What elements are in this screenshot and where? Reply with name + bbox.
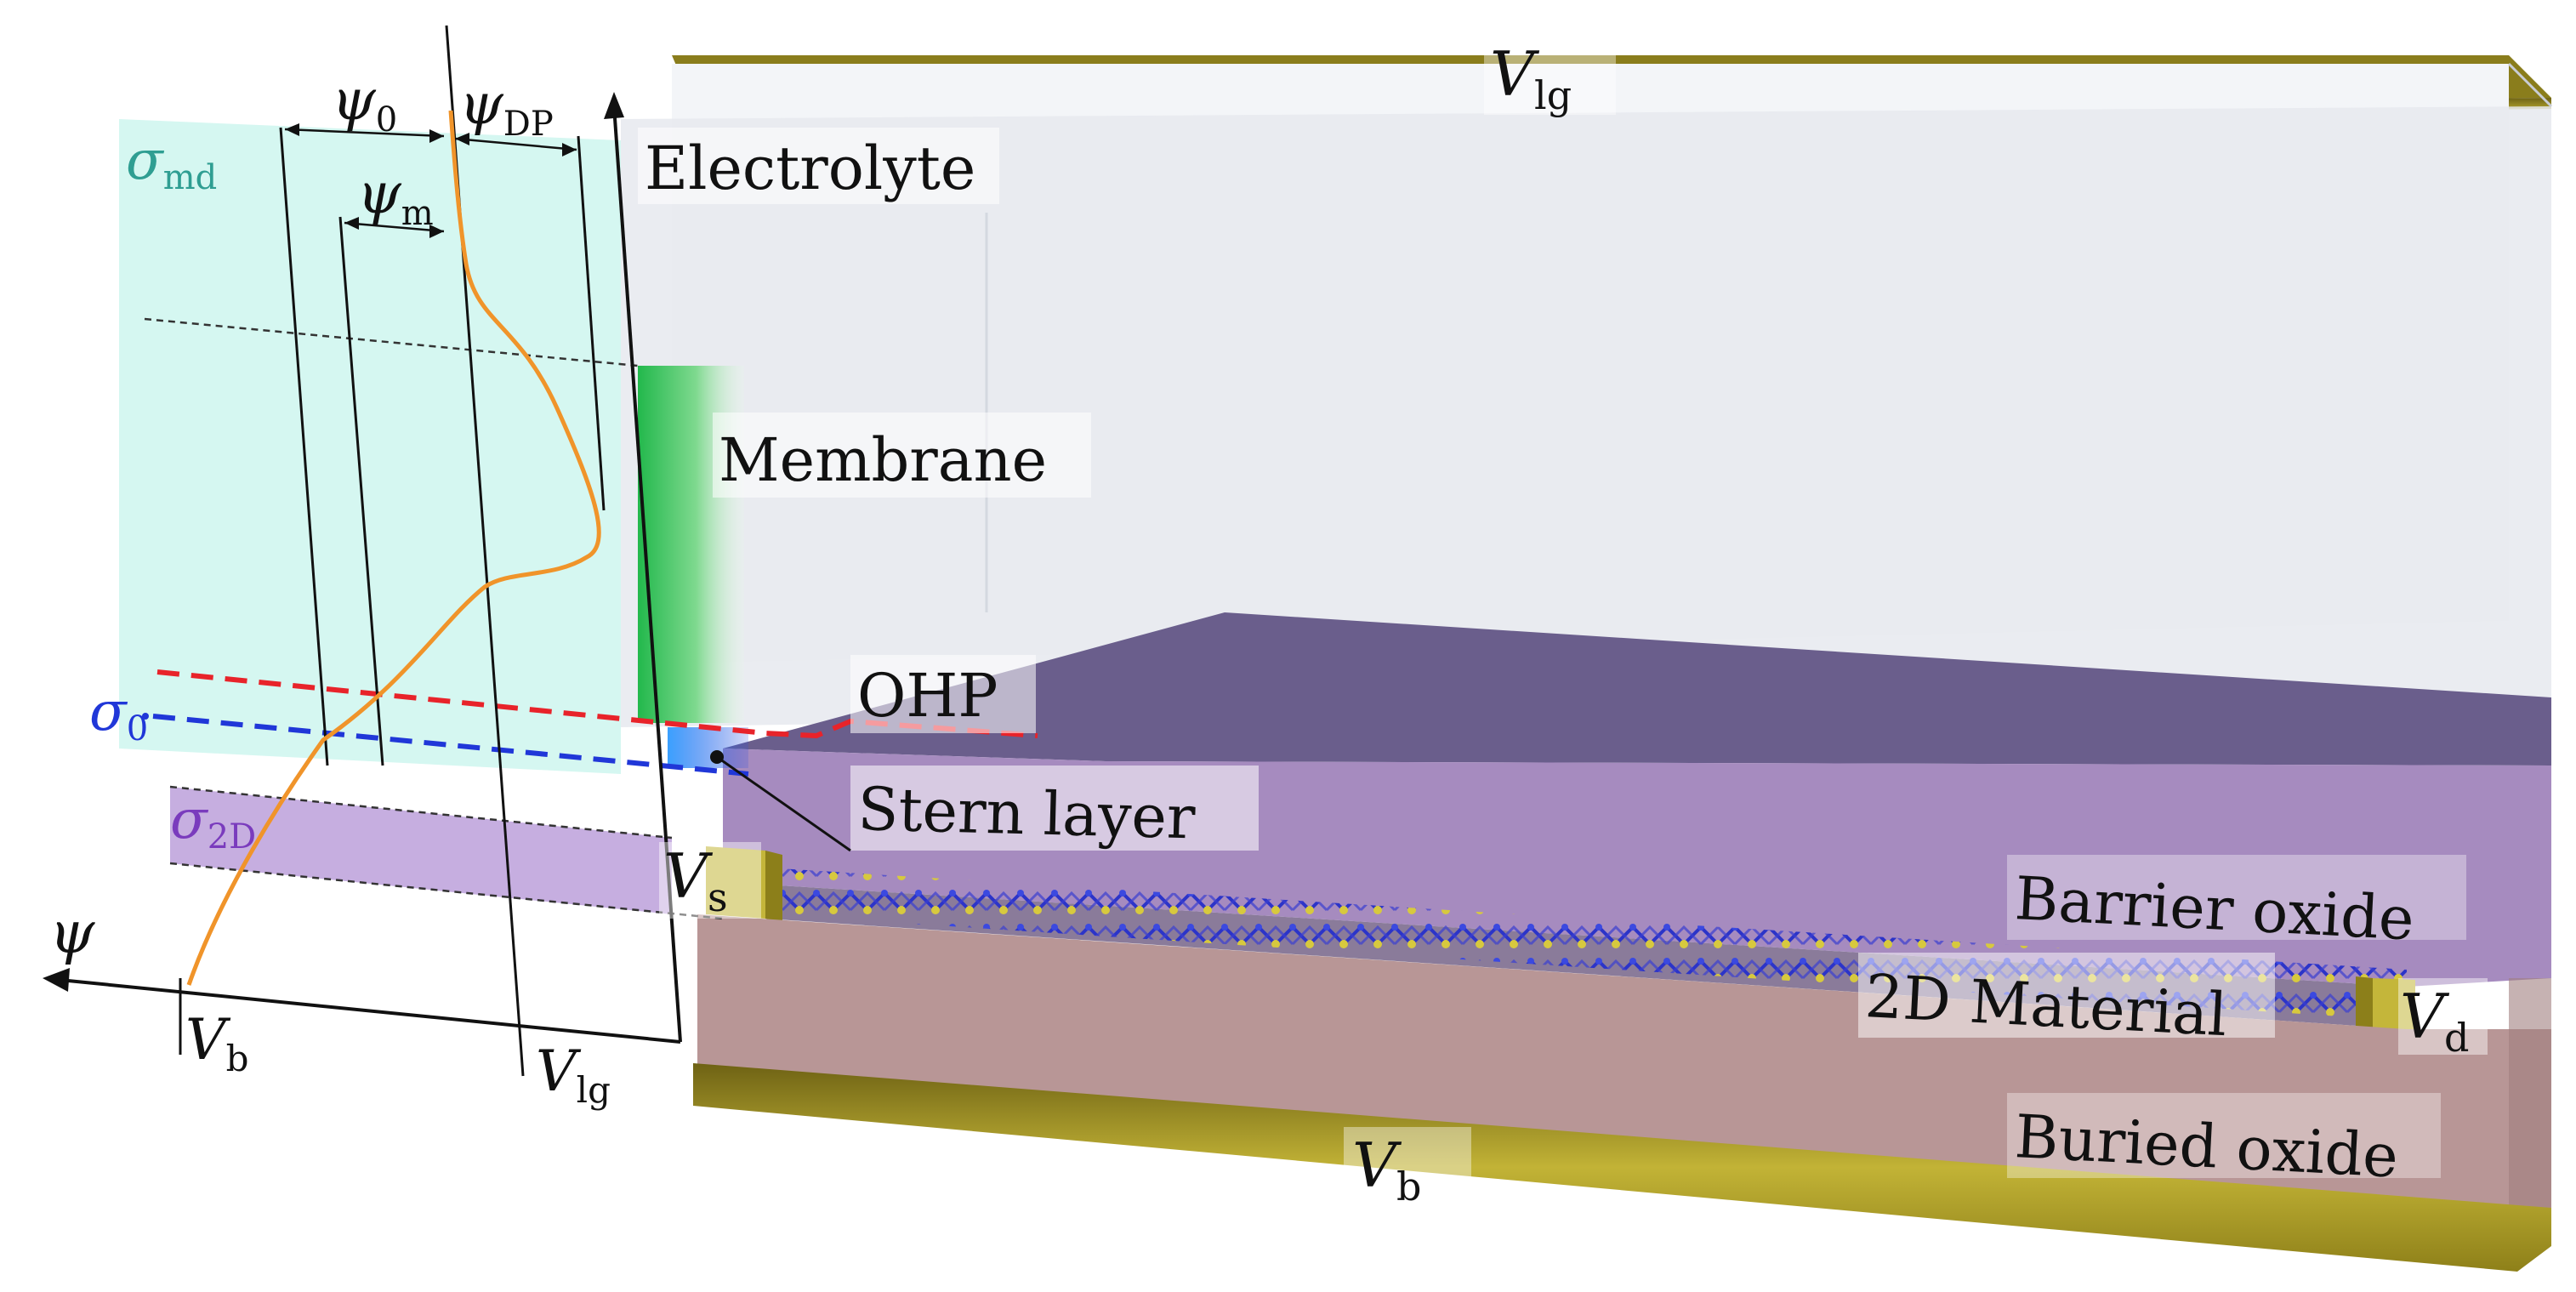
profile-vlg-label: Vlg — [536, 1039, 611, 1111]
profile-psi-arrow — [43, 968, 70, 992]
vd-sub: d — [2444, 1015, 2469, 1061]
psi0-arrow-left — [285, 123, 299, 136]
profile-vb-sym: V — [185, 1007, 231, 1073]
electrolyte-label: Electrolyte — [645, 134, 975, 203]
barrier-oxide-top — [723, 612, 2551, 766]
psidp-arrow-left — [455, 133, 469, 145]
stern-leader — [716, 755, 851, 852]
vlg-top-sub: lg — [1534, 72, 1572, 118]
vd-label-bg — [2398, 978, 2488, 1055]
vb-bottom-label: Vb — [1352, 1130, 1421, 1209]
sigma-md-sym: σ — [126, 129, 165, 192]
sigma2d-sym: σ — [170, 788, 209, 851]
vlg-top-label: Vlg — [1490, 38, 1572, 118]
profile-psi-axis — [59, 978, 681, 1044]
vb-bottom-sub: b — [1396, 1164, 1421, 1209]
sigma-2d-region — [170, 787, 672, 914]
vlg-top-label-bg — [1484, 43, 1616, 115]
psi0-sym: ψ — [332, 67, 377, 133]
psi0-sub: 0 — [376, 100, 397, 139]
psim-label: ψm — [357, 161, 434, 233]
psi0-dim-line — [284, 128, 445, 138]
sigma0-sym: σ — [89, 680, 128, 743]
sigma-md-region — [119, 119, 621, 774]
psi0-arrow-right — [429, 129, 444, 143]
source-electrode — [706, 846, 765, 919]
psidp-sym: ψ — [459, 71, 504, 137]
electrolyte-label-bg — [638, 128, 999, 204]
psim-arrow-right — [429, 225, 444, 238]
membrane-label-bg — [713, 413, 1091, 498]
profile-vertical-arrow — [604, 92, 624, 119]
ohp-label-bg — [850, 655, 1036, 733]
ohp-label: OHP — [857, 661, 998, 731]
vs-label-bg — [659, 842, 761, 919]
sigma0-dot — [142, 713, 149, 720]
vd-label: Vd — [2400, 981, 2469, 1061]
vs-label: Vs — [663, 840, 728, 920]
profile-vertical-axis — [612, 105, 682, 1043]
vs-sub: s — [708, 874, 728, 920]
buried-label-bg — [2007, 1093, 2441, 1178]
psim-sym: ψ — [357, 161, 402, 226]
potential-curve — [186, 110, 601, 986]
psidp-sub: DP — [503, 105, 554, 144]
sigma-md-label: σmd — [126, 129, 217, 197]
psim-dim-line — [344, 221, 445, 233]
2d-top-boundary — [169, 785, 673, 840]
buried-oxide-right-side — [2509, 978, 2551, 1225]
ref-line-1 — [279, 127, 329, 766]
psim-sub: m — [401, 194, 434, 233]
stern-layer-spot — [668, 727, 748, 768]
profile-vb-sub: b — [226, 1038, 249, 1079]
2d-bottom-boundary — [169, 862, 724, 920]
bottom-electrode — [693, 1063, 2551, 1272]
membrane-label: Membrane — [719, 425, 1047, 495]
barrier-label-bg — [2007, 855, 2466, 940]
sigma2d-label: σ2D — [170, 788, 256, 857]
electrolyte-right-edge — [2507, 62, 2553, 108]
vlg-top-sym: V — [1490, 38, 1540, 110]
sigma-md-sub: md — [163, 158, 218, 197]
stern-leader-dot — [710, 750, 724, 764]
stern-label-bg — [850, 766, 1259, 851]
ref-line-2 — [338, 216, 384, 766]
psidp-dim-line — [454, 137, 577, 151]
psi0-label: ψ0 — [332, 67, 397, 139]
profile-vb-label: Vb — [185, 1007, 249, 1079]
source-electrode-side — [765, 851, 782, 923]
stern-layer-label: Stern layer — [857, 774, 1197, 852]
psidp-label: ψDP — [459, 71, 554, 144]
buried-oxide-front — [697, 914, 2551, 1216]
vd-sym: V — [2400, 981, 2450, 1052]
sigma0-sub: 0 — [127, 709, 148, 748]
profile-vlg-sub: lg — [577, 1069, 611, 1111]
psidp-arrow-right — [562, 143, 577, 157]
vs-sym: V — [663, 840, 714, 912]
labels: Electrolyte Membrane OHP Stern layer Bar… — [49, 38, 2488, 1209]
sigma0-label: σ0 — [89, 680, 148, 748]
material-label-bg — [1858, 953, 2275, 1038]
psi-axis-label: ψ — [49, 900, 95, 967]
sigma2d-sub: 2D — [208, 817, 257, 857]
vb-bottom-label-bg — [1344, 1127, 1471, 1204]
ref-line-4 — [577, 135, 606, 511]
profile-vlg-sym: V — [536, 1039, 582, 1104]
vb-bottom-sym: V — [1352, 1130, 1402, 1201]
electrolyte-front-wall — [621, 106, 2551, 727]
psim-arrow-left — [344, 217, 359, 230]
